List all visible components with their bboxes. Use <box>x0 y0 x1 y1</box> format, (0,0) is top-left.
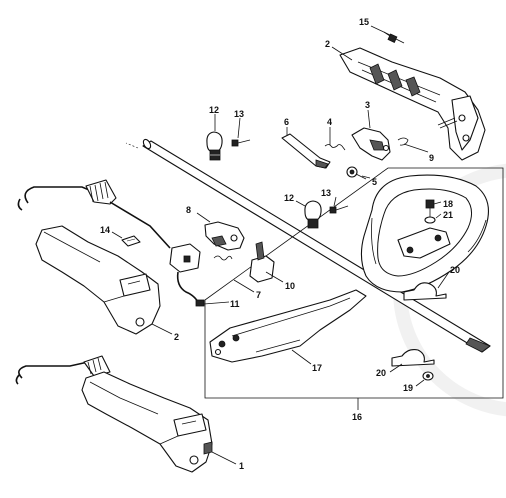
throttle-trigger-3 <box>351 127 391 161</box>
callout-16: 16 <box>352 412 362 422</box>
callout-11: 11 <box>230 299 240 309</box>
wire-harness <box>17 179 171 249</box>
assembly-box-16 <box>204 167 504 399</box>
callout-2-top: 2 <box>325 39 330 49</box>
handle-housing-top <box>339 47 486 161</box>
callout-12-mid: 12 <box>284 193 294 203</box>
leader-lines <box>111 25 450 465</box>
callout-3: 3 <box>365 100 370 110</box>
callout-13-top: 13 <box>234 109 244 119</box>
callout-4: 4 <box>327 117 332 127</box>
handle-half-2 <box>35 225 161 335</box>
washer-21 <box>424 216 436 224</box>
nut-19 <box>422 371 434 381</box>
callout-5: 5 <box>372 177 377 187</box>
callout-2-mid: 2 <box>174 332 179 342</box>
callout-17: 17 <box>312 363 322 373</box>
callout-8: 8 <box>186 205 191 215</box>
callout-18: 18 <box>443 199 453 209</box>
callout-20-bottom: 20 <box>376 368 386 378</box>
callout-19: 19 <box>403 383 413 393</box>
callout-15: 15 <box>359 17 369 27</box>
lever-6 <box>281 133 331 169</box>
drive-tube <box>125 138 491 353</box>
callout-20-top: 20 <box>450 265 460 275</box>
callout-14: 14 <box>100 225 110 235</box>
stop-switch-11 <box>169 243 205 307</box>
clamp-12-top <box>206 131 223 161</box>
callout-1: 1 <box>239 461 244 471</box>
clip-9 <box>397 137 409 146</box>
callout-10: 10 <box>285 281 295 291</box>
bracket-bar-17 <box>209 289 367 363</box>
switch-lever-8 <box>204 221 245 251</box>
screw-5 <box>346 166 367 180</box>
clamp-12-mid <box>304 200 322 229</box>
spring-7 <box>213 255 233 261</box>
spring-4 <box>324 144 346 151</box>
label-plate-14 <box>121 235 141 247</box>
callout-21: 21 <box>443 210 453 220</box>
clamp-half-20-top <box>403 282 447 301</box>
callout-12-top: 12 <box>209 105 219 115</box>
screw-13-top <box>231 139 251 147</box>
clamp-half-20-bottom <box>391 349 435 367</box>
callout-labels: 15 2 12 13 6 4 3 9 5 12 13 8 14 18 21 20… <box>100 17 460 471</box>
handle-complete-1 <box>15 355 213 473</box>
callout-9: 9 <box>429 153 434 163</box>
toggle-switch-10 <box>249 241 275 283</box>
callout-6: 6 <box>284 117 289 127</box>
loop-handle <box>360 174 489 293</box>
callout-7: 7 <box>256 290 261 300</box>
callout-13-mid: 13 <box>321 188 331 198</box>
screw-13-mid <box>329 205 349 214</box>
